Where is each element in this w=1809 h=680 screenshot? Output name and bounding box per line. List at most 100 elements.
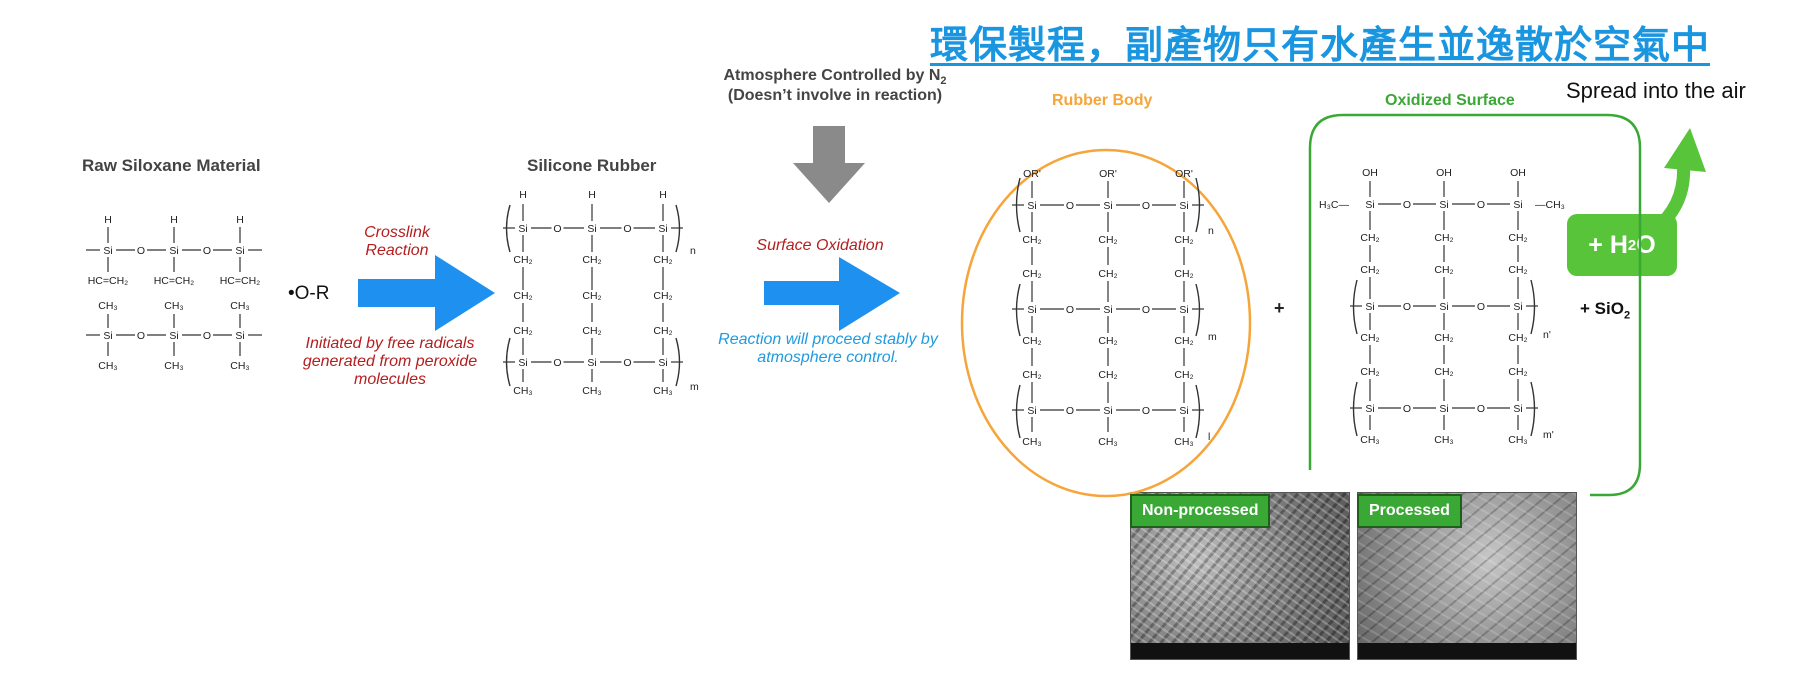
silica-label: + SiO2 bbox=[1580, 299, 1631, 322]
bracket bbox=[1195, 384, 1201, 439]
atom-label: OR' bbox=[1023, 168, 1041, 180]
crosslink-arrow bbox=[358, 255, 495, 331]
atom-label: HC=CH₂ bbox=[154, 275, 195, 287]
atom-label: O bbox=[203, 330, 211, 342]
atom-label: CH₂ bbox=[1508, 332, 1527, 344]
atom-label: Si bbox=[658, 357, 667, 369]
atom-label: CH₃ bbox=[1174, 436, 1193, 448]
atom-label: O bbox=[1477, 403, 1485, 415]
atom-label: CH₂ bbox=[1174, 369, 1193, 381]
bracket bbox=[1530, 279, 1536, 335]
sem-label-processed: Processed bbox=[1357, 494, 1462, 528]
bracket bbox=[1352, 279, 1358, 335]
atom-label: O bbox=[1142, 405, 1150, 417]
atom-label: Si bbox=[1027, 405, 1036, 417]
atom-label: O bbox=[553, 223, 561, 235]
atom-label: Si bbox=[169, 330, 178, 342]
atom-label: Si bbox=[1513, 403, 1522, 415]
atom-label: CH₃ bbox=[653, 385, 672, 397]
silicone-rubber-title: Silicone Rubber bbox=[527, 156, 657, 175]
atom-label: O bbox=[1403, 199, 1411, 211]
atom-label: Si bbox=[518, 357, 527, 369]
atom-label: O bbox=[1066, 200, 1074, 212]
atom-label: CH₃ bbox=[230, 300, 249, 312]
atom-label: CH₂ bbox=[1360, 366, 1379, 378]
atom-label: l bbox=[1208, 431, 1210, 443]
atom-label: CH₂ bbox=[1174, 234, 1193, 246]
atom-label: Si bbox=[1365, 199, 1374, 211]
bracket bbox=[1195, 177, 1201, 233]
atom-label: Si bbox=[1103, 405, 1112, 417]
atom-label: CH₂ bbox=[513, 325, 532, 337]
atom-label: CH₂ bbox=[1098, 335, 1117, 347]
atom-label: O bbox=[137, 330, 145, 342]
atom-label: Si bbox=[1513, 301, 1522, 313]
atom-label: Si bbox=[1439, 301, 1448, 313]
atom-label: Si bbox=[1103, 200, 1112, 212]
atom-label: OH bbox=[1436, 167, 1452, 179]
atom-label: O bbox=[1403, 403, 1411, 415]
atom-label: CH₂ bbox=[1434, 332, 1453, 344]
atom-label: Si bbox=[235, 330, 244, 342]
atom-label: Si bbox=[235, 245, 244, 257]
atom-label: Si bbox=[587, 223, 596, 235]
bracket bbox=[1015, 384, 1021, 439]
atom-label: O bbox=[1066, 405, 1074, 417]
atom-label: CH₂ bbox=[1098, 234, 1117, 246]
atom-label: H bbox=[588, 189, 596, 201]
atom-label: CH₂ bbox=[1174, 268, 1193, 280]
atom-label: CH₂ bbox=[1508, 232, 1527, 244]
atom-label: O bbox=[1403, 301, 1411, 313]
atom-label: —CH₃ bbox=[1535, 199, 1565, 211]
atom-label: CH₃ bbox=[1360, 434, 1379, 446]
oxidation-step-label: Surface Oxidation bbox=[756, 237, 884, 254]
crosslink-step-label: Crosslink Reaction bbox=[364, 224, 430, 259]
bracket bbox=[1015, 283, 1021, 337]
atom-label: CH₃ bbox=[230, 360, 249, 372]
atom-label: CH₃ bbox=[98, 300, 117, 312]
banner-title: 環保製程，副產物只有水產生並逸散於空氣中 bbox=[930, 23, 1711, 67]
atom-label: Si bbox=[1027, 200, 1036, 212]
atom-label: n bbox=[690, 245, 696, 257]
atom-label: O bbox=[623, 357, 631, 369]
atom-label: OH bbox=[1362, 167, 1378, 179]
atom-label: CH₃ bbox=[164, 360, 183, 372]
bracket bbox=[675, 337, 681, 387]
atom-label: CH₂ bbox=[1022, 234, 1041, 246]
atom-label: O bbox=[553, 357, 561, 369]
bracket bbox=[675, 204, 681, 253]
oxidation-arrow bbox=[764, 257, 900, 331]
atom-label: H₃C— bbox=[1319, 199, 1349, 211]
oxidation-note: Reaction will proceed stably by atmosphe… bbox=[718, 331, 938, 366]
atom-label: CH₂ bbox=[1098, 268, 1117, 280]
atom-label: CH₂ bbox=[653, 290, 672, 302]
atom-label: CH₂ bbox=[1098, 369, 1117, 381]
plus-sign: + bbox=[1274, 298, 1285, 318]
atom-label: CH₃ bbox=[98, 360, 117, 372]
rubber-body-title: Rubber Body bbox=[1052, 92, 1153, 109]
atom-label: HC=CH₂ bbox=[88, 275, 129, 287]
atom-label: CH₃ bbox=[1508, 434, 1527, 446]
crosslink-note: Initiated by free radicals generated fro… bbox=[302, 335, 478, 388]
atom-label: Si bbox=[1103, 304, 1112, 316]
atom-label: O bbox=[137, 245, 145, 257]
bracket bbox=[505, 337, 511, 387]
atom-label: H bbox=[236, 214, 244, 226]
atom-label: HC=CH₂ bbox=[220, 275, 261, 287]
atom-label: CH₂ bbox=[513, 290, 532, 302]
atom-label: H bbox=[659, 189, 667, 201]
sem-scale-bar bbox=[1131, 643, 1349, 659]
atmosphere-label: Atmosphere Controlled by N2 (Doesn’t inv… bbox=[723, 67, 947, 105]
atom-label: m' bbox=[1543, 429, 1554, 441]
atom-label: Si bbox=[1365, 403, 1374, 415]
atom-label: Si bbox=[587, 357, 596, 369]
atom-label: CH₃ bbox=[582, 385, 601, 397]
atom-label: O bbox=[1142, 200, 1150, 212]
atom-label: CH₂ bbox=[582, 254, 601, 266]
atom-label: CH₂ bbox=[1434, 232, 1453, 244]
atom-label: Si bbox=[518, 223, 527, 235]
atom-label: CH₂ bbox=[1174, 335, 1193, 347]
bracket bbox=[1530, 381, 1536, 437]
sem-scale-bar bbox=[1358, 643, 1576, 659]
